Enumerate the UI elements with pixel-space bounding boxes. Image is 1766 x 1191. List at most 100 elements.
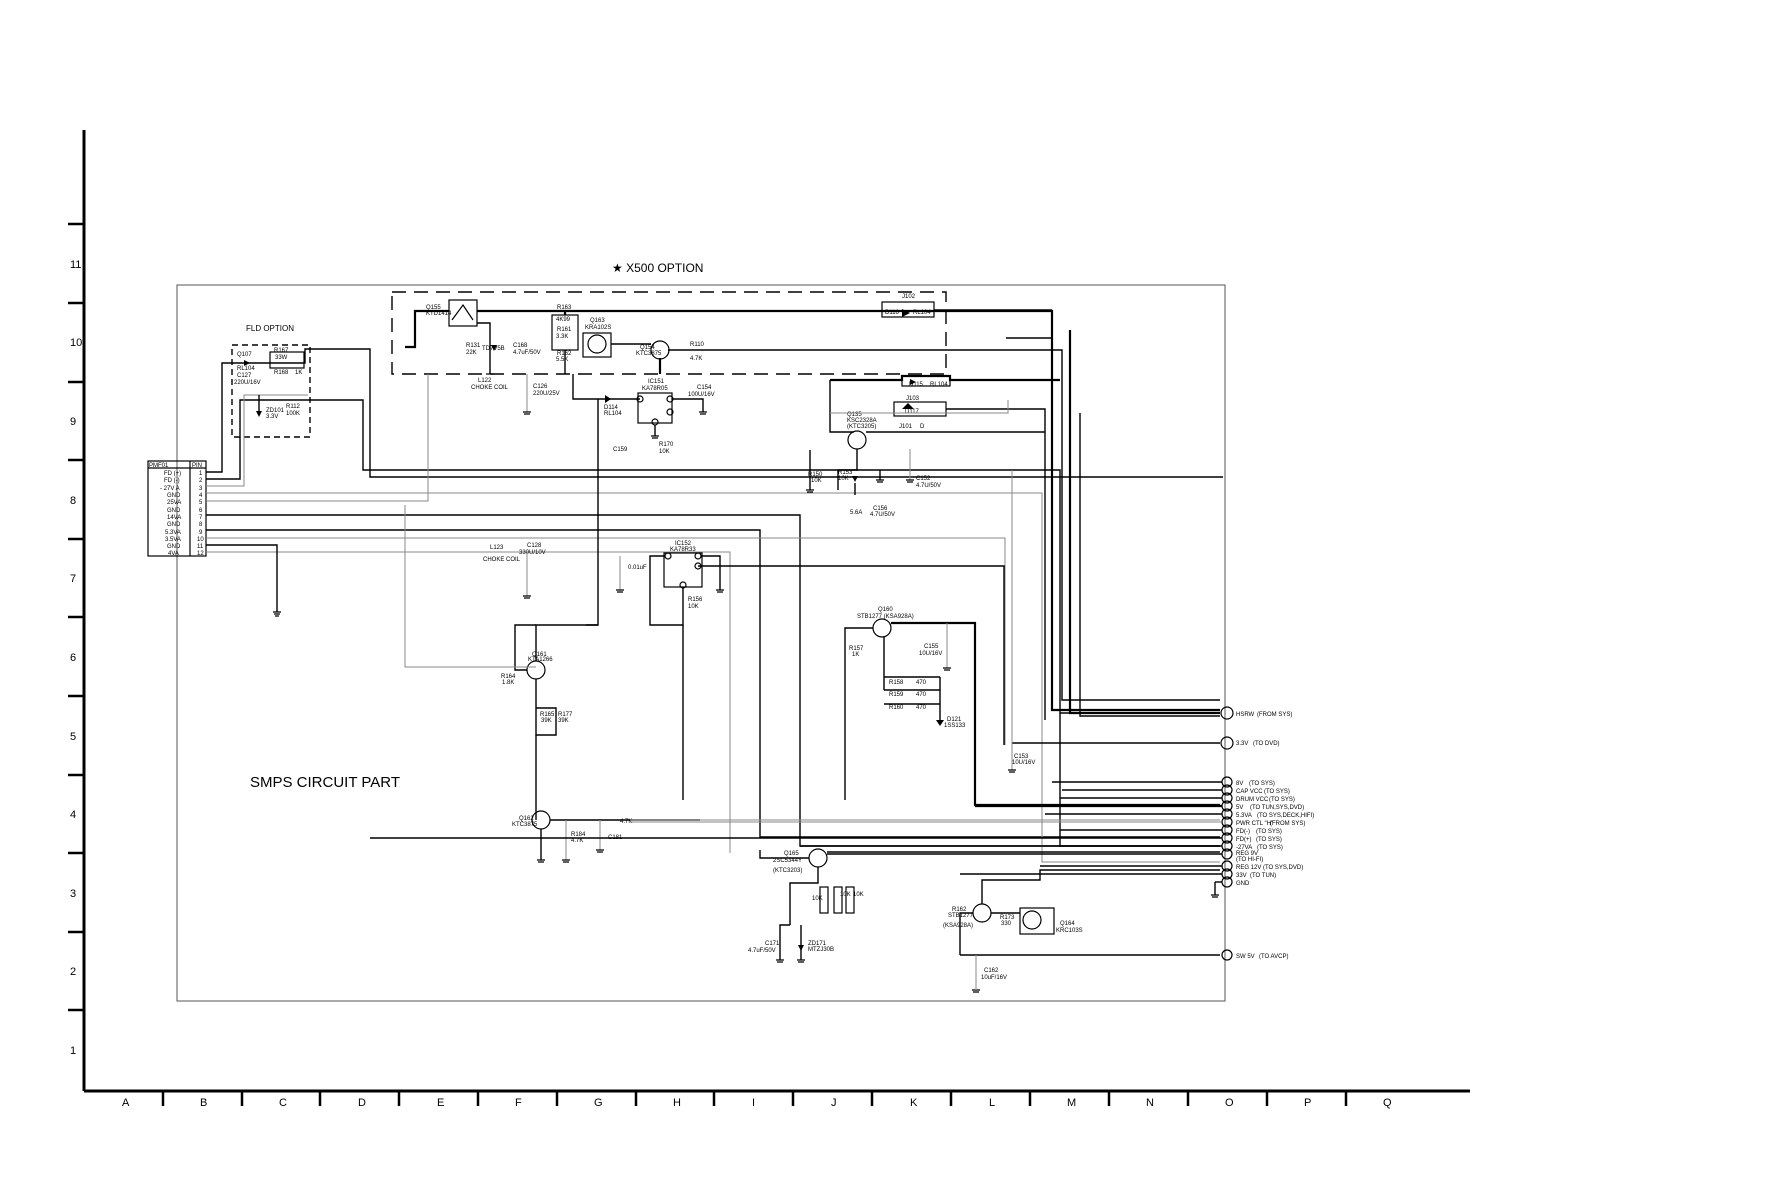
q155-value: KTD1414: [426, 311, 452, 317]
r173-ref: R173: [1000, 915, 1015, 921]
q163-symbol: [587, 334, 607, 354]
pin-name: FD (+): [164, 471, 181, 477]
q163b-value: STB1277: [948, 913, 974, 919]
pin-num: 8: [199, 522, 203, 528]
row-labels: 11 10 9 8 7 6 5 4 3 2 1: [70, 259, 82, 1057]
col-label: K: [910, 1097, 918, 1109]
output-note: (TO SYS,DVD): [1263, 865, 1303, 871]
q160-value: STB1277 (KSA928A): [857, 614, 914, 620]
col-label: O: [1225, 1097, 1234, 1109]
c127-ref: C127: [237, 373, 252, 379]
output-name: FD(-): [1236, 829, 1250, 835]
q164-ref: Q164: [1060, 921, 1075, 927]
connector-pin-header: PIN: [192, 463, 202, 469]
pin-num: 11: [197, 544, 204, 550]
c153-ref: C153: [1014, 754, 1029, 760]
output-terminals: HSRW (FROM SYS) 3.3V (TO DVD) 8V (TO SYS…: [370, 330, 1314, 961]
regulator-33v-section: L123 CHOKE COIL C128 330U/10V 0.01uF IC1…: [483, 541, 721, 800]
r167-ref: R167: [274, 348, 289, 354]
d114-value: RL104: [604, 411, 622, 417]
r110-value: 4.7K: [690, 356, 702, 362]
output-sw-5v: SW 5V (TO AVCP): [1221, 949, 1288, 961]
c126-value: 220U/25V: [533, 391, 560, 397]
ic152-value: KA78R33: [670, 547, 696, 553]
output-name: FD(+): [1236, 837, 1252, 843]
q161-ref: Q161: [532, 652, 547, 658]
pin-num: 7: [199, 515, 203, 521]
c162-value: 10uF/16V: [981, 975, 1007, 981]
r163-ref: R163: [557, 305, 572, 311]
output-name: REG 9V: [1236, 851, 1258, 857]
q155-symbol: [448, 299, 478, 327]
output-name: GND: [1236, 881, 1250, 887]
ic151-symbol: [637, 392, 673, 424]
output-note: (TO DVD): [1253, 741, 1280, 747]
c171-ref: C171: [765, 941, 780, 947]
sheet-frame: [68, 130, 1470, 1106]
q162-value: KTC3875: [512, 822, 538, 828]
column-labels: A B C D E F G H I J K L M N O P Q: [122, 1097, 1392, 1109]
c155-value: 10U/16V: [919, 651, 942, 657]
q164-value: KRC103S: [1056, 928, 1083, 934]
row-label: 1: [70, 1045, 76, 1057]
c153-value: 10U/16V: [1012, 760, 1035, 766]
r168-value: 1K: [295, 370, 302, 376]
ic151-value: KA78R05: [642, 386, 668, 392]
col-label: P: [1304, 1097, 1311, 1109]
connector-pins: FD (+) 1 FD (-) 2 - 27V A 3 GND 4 25VA 5…: [160, 471, 204, 557]
smps-title: SMPS CIRCUIT PART: [250, 774, 400, 791]
d116-value: RL104: [913, 310, 931, 316]
output-note: (TO TUN): [1250, 873, 1276, 879]
c162-ref: C162: [984, 968, 999, 974]
col-label: F: [515, 1097, 522, 1109]
r110-ref: R110: [690, 342, 705, 348]
x500-option-title: ★ X500 OPTION: [612, 261, 703, 275]
r159-ref: R159: [889, 692, 904, 698]
pin-name: GND: [167, 493, 181, 499]
q161-value: KTA1266: [528, 657, 553, 663]
j101-ref: J101: [899, 424, 913, 430]
q164-symbol: [1022, 910, 1042, 930]
output-note: (TO AVCP): [1259, 954, 1288, 960]
pin-num: 12: [197, 551, 204, 557]
x500-option-box: [391, 291, 947, 375]
row-label: 9: [70, 416, 76, 428]
q163-value: KRA102S: [585, 325, 611, 331]
fld-section: Q107 RL104 C127 220U/16V R167 33W R168 1…: [234, 348, 305, 420]
c128-value: 330U/10V: [519, 550, 546, 556]
r156-value: 10K: [688, 604, 699, 610]
output-name: 8V: [1236, 781, 1243, 787]
r163-value: 4K99: [556, 317, 571, 323]
pin-name: 3.5VA: [165, 537, 181, 543]
fld-option-title: FLD OPTION: [246, 324, 294, 333]
output-note: (TO SYS): [1249, 781, 1275, 787]
ic151-ref: IC151: [648, 379, 665, 385]
d115-ref: D115: [909, 382, 924, 388]
output-name: -27VA: [1236, 845, 1252, 851]
q165-ref: Q165: [784, 851, 799, 857]
d117-symbol: [902, 403, 914, 409]
output-name: DRUM VCC: [1236, 797, 1269, 803]
j102-ref: J102: [902, 294, 916, 300]
pin-num: 4: [199, 493, 203, 499]
col-label: J: [831, 1097, 837, 1109]
col-label: E: [437, 1097, 444, 1109]
output-hsrw: HSRW (FROM SYS): [1220, 706, 1292, 720]
r162-value: 5.5K: [556, 357, 568, 363]
q107-symbol: [244, 360, 250, 366]
pin-name: 5.3VA: [165, 530, 181, 536]
pin-name: 14VA: [167, 515, 181, 521]
d116-ref: D116: [885, 310, 900, 316]
zd101-ref: ZD101: [266, 408, 285, 414]
col-label: A: [122, 1097, 130, 1109]
output-note: (TO SYS): [1256, 837, 1282, 843]
output-note: (TO SYS): [1264, 789, 1290, 795]
q161-section: Q161 KTA1266 R164 1.8K R165 39K R177 39K…: [501, 624, 1035, 820]
col-label: Q: [1383, 1097, 1392, 1109]
col-label: N: [1146, 1097, 1154, 1109]
zd171-value: MTZJ30B: [808, 947, 834, 953]
j103-ref: J103: [906, 396, 920, 402]
l123-ref: L123: [490, 545, 504, 551]
r153-value: 10K: [838, 476, 849, 482]
d115-symbol: [910, 379, 916, 385]
